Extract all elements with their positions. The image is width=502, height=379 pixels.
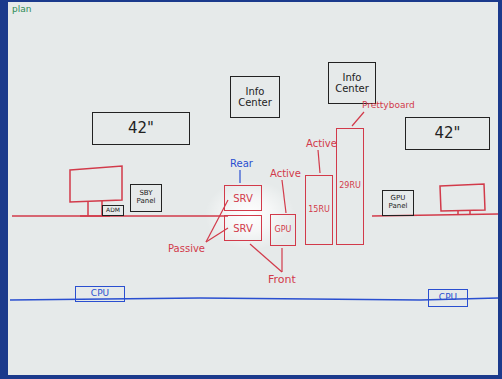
box-text: GPU Panel	[383, 195, 413, 210]
info-center-box: Info Center	[328, 62, 376, 104]
rack-box: 29RU	[336, 128, 364, 245]
box-text: GPU	[275, 226, 292, 235]
box-text: Info Center	[231, 86, 279, 108]
leader-line	[239, 170, 240, 183]
box-text: SBY Panel	[131, 190, 161, 205]
box-text: 15RU	[308, 206, 330, 215]
box-text: CPU	[91, 289, 109, 299]
cpu-box: CPU	[428, 289, 468, 307]
annotation-label: plan	[12, 5, 31, 15]
annotation-label: Rear	[230, 158, 253, 169]
monitor-right	[440, 184, 485, 215]
display-box: 42"	[92, 112, 190, 145]
glare	[205, 180, 295, 250]
rack-box: GPU	[270, 214, 296, 246]
box-text: ADM	[106, 207, 120, 214]
box-text: SRV	[233, 223, 253, 234]
info-center-box: Info Center	[230, 76, 280, 118]
cpu-box: CPU	[75, 286, 125, 302]
annotation-label: Passive	[168, 243, 205, 254]
annotation-label: Prettyboard	[362, 101, 415, 111]
annotation-label: Front	[268, 274, 296, 286]
floor-line	[10, 298, 498, 300]
rack-box: 15RU	[305, 175, 333, 245]
box-text: CPU	[439, 293, 457, 303]
leader-lines	[206, 112, 364, 272]
server-box: SRV	[224, 185, 262, 211]
monitor-left	[70, 166, 122, 216]
box-text: 29RU	[339, 182, 361, 191]
annotation-label: Active	[270, 168, 301, 179]
box-text: 42"	[435, 125, 461, 142]
annotation-label: Active	[306, 138, 337, 149]
box-text: SRV	[233, 193, 253, 204]
server-box: SRV	[224, 215, 262, 241]
panel-box: SBY Panel	[130, 184, 162, 212]
small-box: ADM	[102, 205, 124, 216]
display-box: 42"	[405, 117, 490, 150]
box-text: Info Center	[329, 72, 375, 94]
box-text: 42"	[128, 120, 154, 137]
panel-box: GPU Panel	[382, 190, 414, 216]
